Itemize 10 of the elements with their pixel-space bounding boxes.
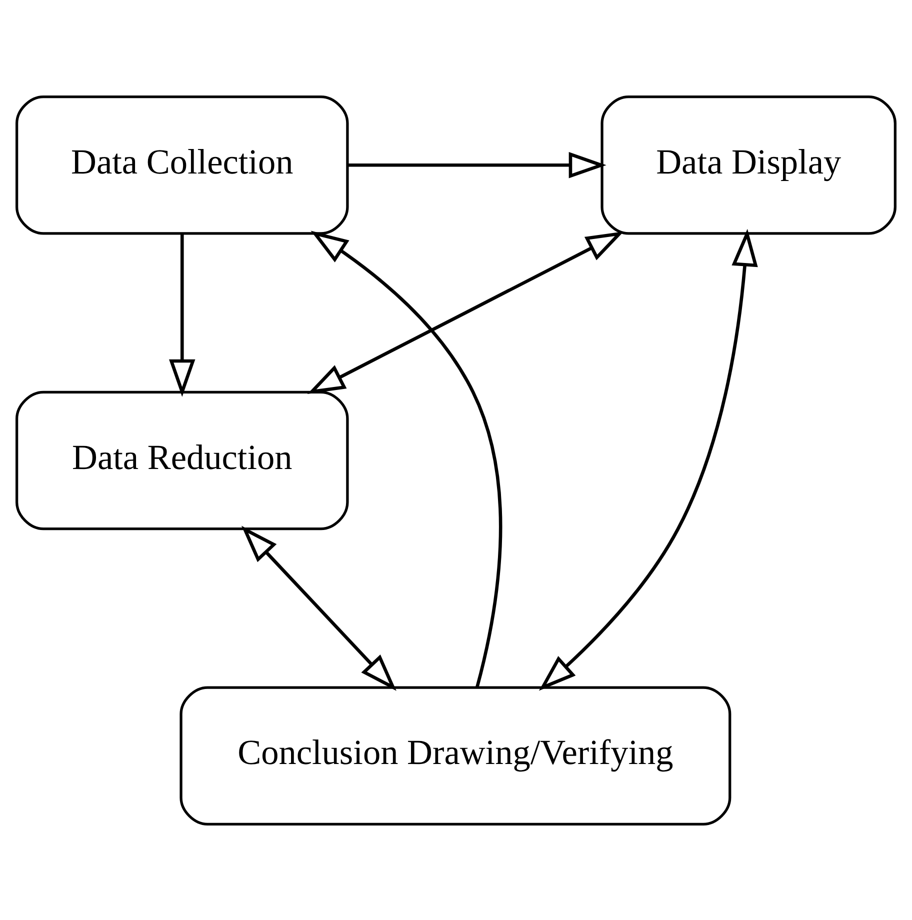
node-box: Conclusion Drawing/Verifying — [180, 686, 732, 825]
arrow — [538, 228, 758, 690]
node-box: Data Display — [600, 95, 896, 234]
node-box: Data Reduction — [16, 390, 349, 530]
arrow — [310, 230, 502, 688]
arrow — [307, 230, 624, 394]
arrow — [241, 525, 396, 690]
node-box: Data Collection — [16, 95, 349, 234]
arrow — [348, 152, 606, 178]
arrow — [169, 234, 196, 396]
